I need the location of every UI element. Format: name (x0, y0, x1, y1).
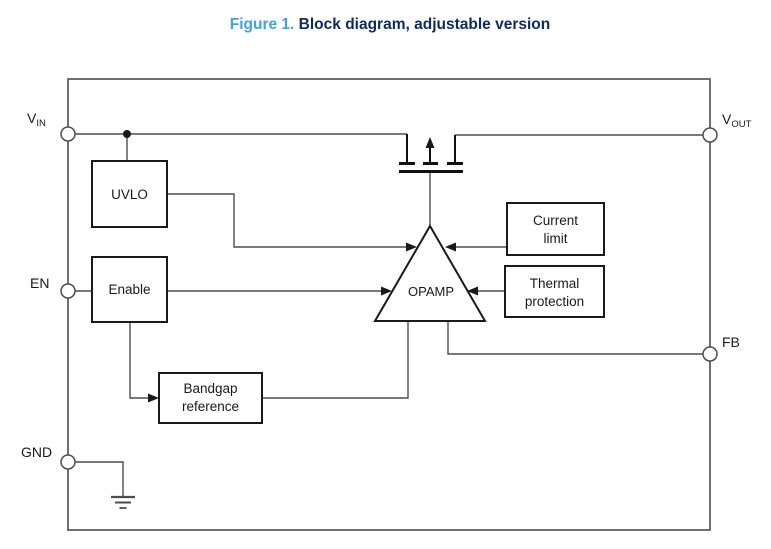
block-uvlo: UVLO (91, 160, 168, 228)
block-opamp: OPAMP (373, 224, 487, 322)
pin-vin (60, 126, 76, 142)
pin-vout (702, 127, 718, 143)
pin-vin-label: VIN (27, 110, 46, 129)
pin-en-label: EN (30, 275, 49, 291)
pin-en (60, 283, 76, 299)
enable-label: Enable (108, 282, 150, 297)
pin-fb (702, 346, 718, 362)
bandgap-box (158, 372, 263, 424)
block-thermal-protection: Thermal protection (504, 265, 605, 318)
pin-vout-label-main: V (722, 111, 732, 127)
opamp-triangle (373, 224, 487, 322)
wire-bandgap-to-opamp (262, 321, 409, 399)
arrowhead-enable-to-bandgap (148, 393, 159, 403)
wires (68, 133, 703, 496)
pin-fb-label: FB (722, 334, 740, 350)
uvlo-label: UVLO (111, 187, 148, 202)
pass-transistor (399, 134, 463, 173)
thermal-box (504, 265, 605, 318)
figure-number-label: Figure 1. (230, 16, 295, 33)
ground-symbol (111, 495, 135, 509)
bandgap-label-line1: Bandgap (183, 381, 237, 396)
enable-box (91, 256, 168, 323)
pin-gnd (60, 454, 76, 470)
pin-vin-label-main: V (27, 110, 37, 126)
wire-opamp-to-fb (447, 321, 703, 355)
thermal-label-line1: Thermal (530, 276, 580, 291)
current-limit-label-line2: limit (544, 231, 568, 246)
figure-caption: Block diagram, adjustable version (294, 16, 550, 33)
current-limit-box (506, 202, 605, 256)
arrowhead-enable-to-opamp (381, 286, 392, 296)
pin-vout-label: VOUT (722, 111, 752, 130)
uvlo-box (91, 160, 168, 228)
block-enable: Enable (91, 256, 168, 323)
figure-title: Figure 1. Block diagram, adjustable vers… (230, 16, 550, 33)
wire-uvlo-to-opamp (167, 193, 406, 248)
arrowhead-uvlo-to-opamp (406, 242, 417, 252)
bandgap-label-line2: reference (182, 399, 239, 414)
pin-vin-label-sub: IN (36, 118, 46, 129)
block-current-limit: Current limit (506, 202, 605, 256)
thermal-label-line2: protection (525, 294, 584, 309)
arrowheads (148, 242, 478, 403)
ic-boundary (67, 78, 711, 531)
wire-gnd (75, 461, 124, 496)
pins (60, 126, 718, 470)
current-limit-label-line1: Current (533, 213, 578, 228)
wire-enable-to-bandgap (129, 322, 148, 399)
pin-gnd-label: GND (21, 444, 52, 460)
block-bandgap: Bandgap reference (158, 372, 263, 424)
junction-dot (123, 130, 131, 138)
opamp-label: OPAMP (408, 284, 454, 299)
arrowhead-currentlimit-to-opamp (445, 242, 456, 252)
arrowhead-thermal-to-opamp (467, 286, 478, 296)
pin-vout-label-sub: OUT (731, 119, 751, 130)
mosfet-body-arrowhead (425, 137, 435, 148)
